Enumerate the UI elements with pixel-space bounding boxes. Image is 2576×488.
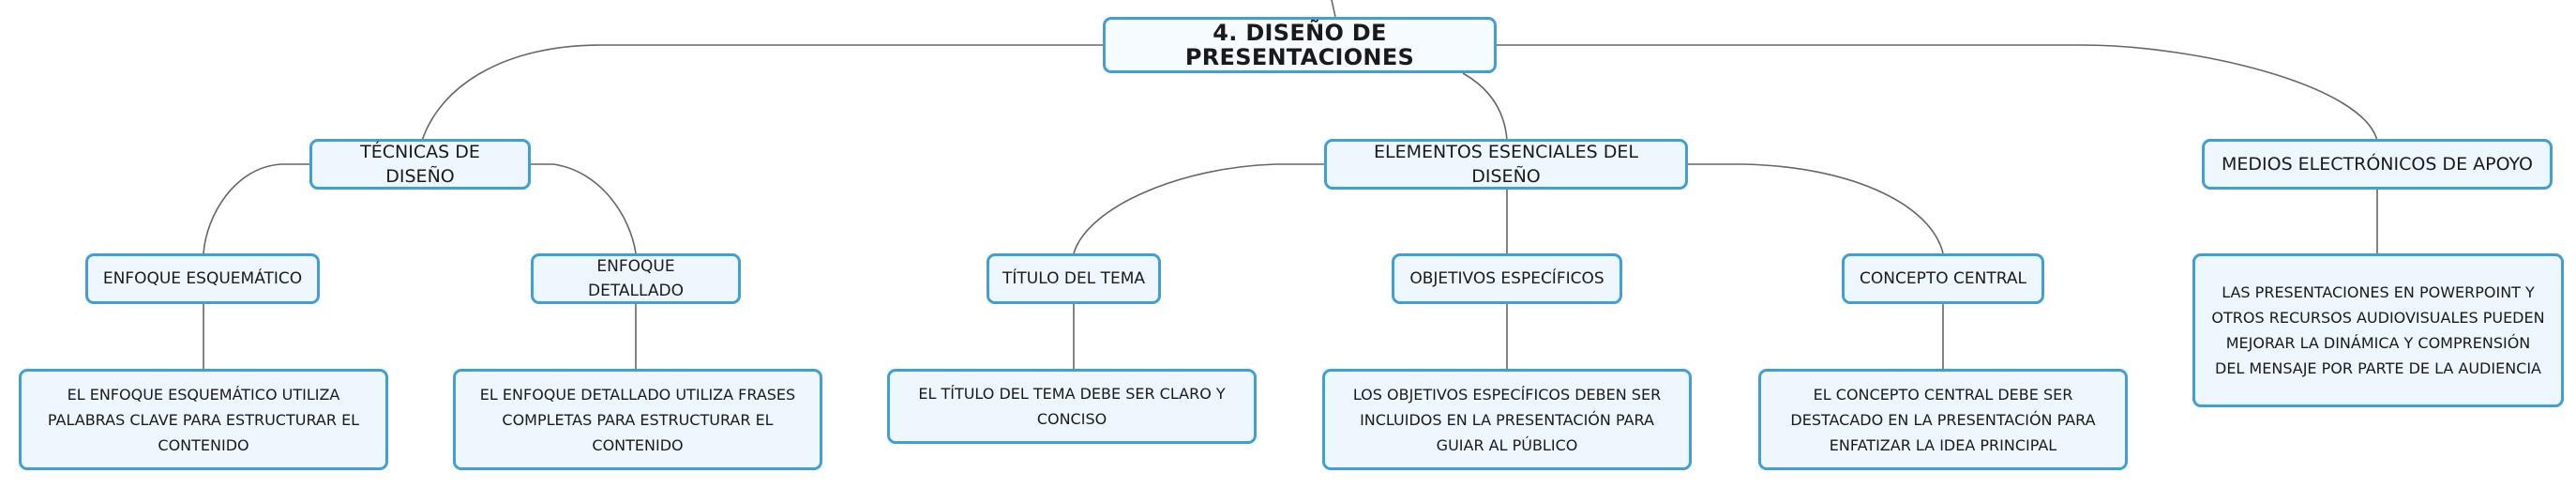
connector-root-elementos [1462, 72, 1508, 142]
description-medios-electronicos[interactable]: LAS PRESENTACIONES EN POWERPOINT Y OTROS… [2192, 253, 2564, 407]
description-enfoque-esquematico[interactable]: EL ENFOQUE ESQUEMÁTICO UTILIZA PALABRAS … [19, 369, 388, 470]
topic-medios-electronicos[interactable]: MEDIOS ELECTRÓNICOS DE APOYO [2202, 139, 2553, 190]
root-topic[interactable]: 4. DISEÑO DE PRESENTACIONES [1103, 17, 1497, 73]
subtopic-concepto-central[interactable]: CONCEPTO CENTRAL [1842, 253, 2044, 304]
subtopic-titulo-del-tema[interactable]: TÍTULO DEL TEMA [987, 253, 1161, 304]
topic-tecnicas-de-diseno[interactable]: TÉCNICAS DE DISEÑO [309, 139, 531, 190]
connector-elementos-titulo [1073, 163, 1324, 254]
connector-root-medios [1497, 44, 2378, 142]
subtopic-objetivos-especificos[interactable]: OBJETIVOS ESPECÍFICOS [1392, 253, 1622, 304]
connector-tecnicas-esquematico [203, 163, 309, 254]
subtopic-enfoque-detallado[interactable]: ENFOQUE DETALLADO [531, 253, 741, 304]
description-enfoque-detallado[interactable]: EL ENFOQUE DETALLADO UTILIZA FRASES COMP… [453, 369, 822, 470]
connector-root-tecnicas [421, 44, 1103, 142]
topic-elementos-esenciales[interactable]: ELEMENTOS ESENCIALES DEL DISEÑO [1324, 139, 1688, 190]
description-concepto-central[interactable]: EL CONCEPTO CENTRAL DEBE SER DESTACADO E… [1758, 369, 2128, 470]
description-titulo-del-tema[interactable]: EL TÍTULO DEL TEMA DEBE SER CLARO Y CONC… [887, 369, 1257, 444]
connector-elementos-concepto [1688, 163, 1944, 254]
connector-tecnicas-detallado [531, 163, 637, 254]
connector-parent-root [1331, 0, 1336, 18]
subtopic-enfoque-esquematico[interactable]: ENFOQUE ESQUEMÁTICO [85, 253, 320, 304]
description-objetivos-especificos[interactable]: LOS OBJETIVOS ESPECÍFICOS DEBEN SER INCL… [1322, 369, 1692, 470]
